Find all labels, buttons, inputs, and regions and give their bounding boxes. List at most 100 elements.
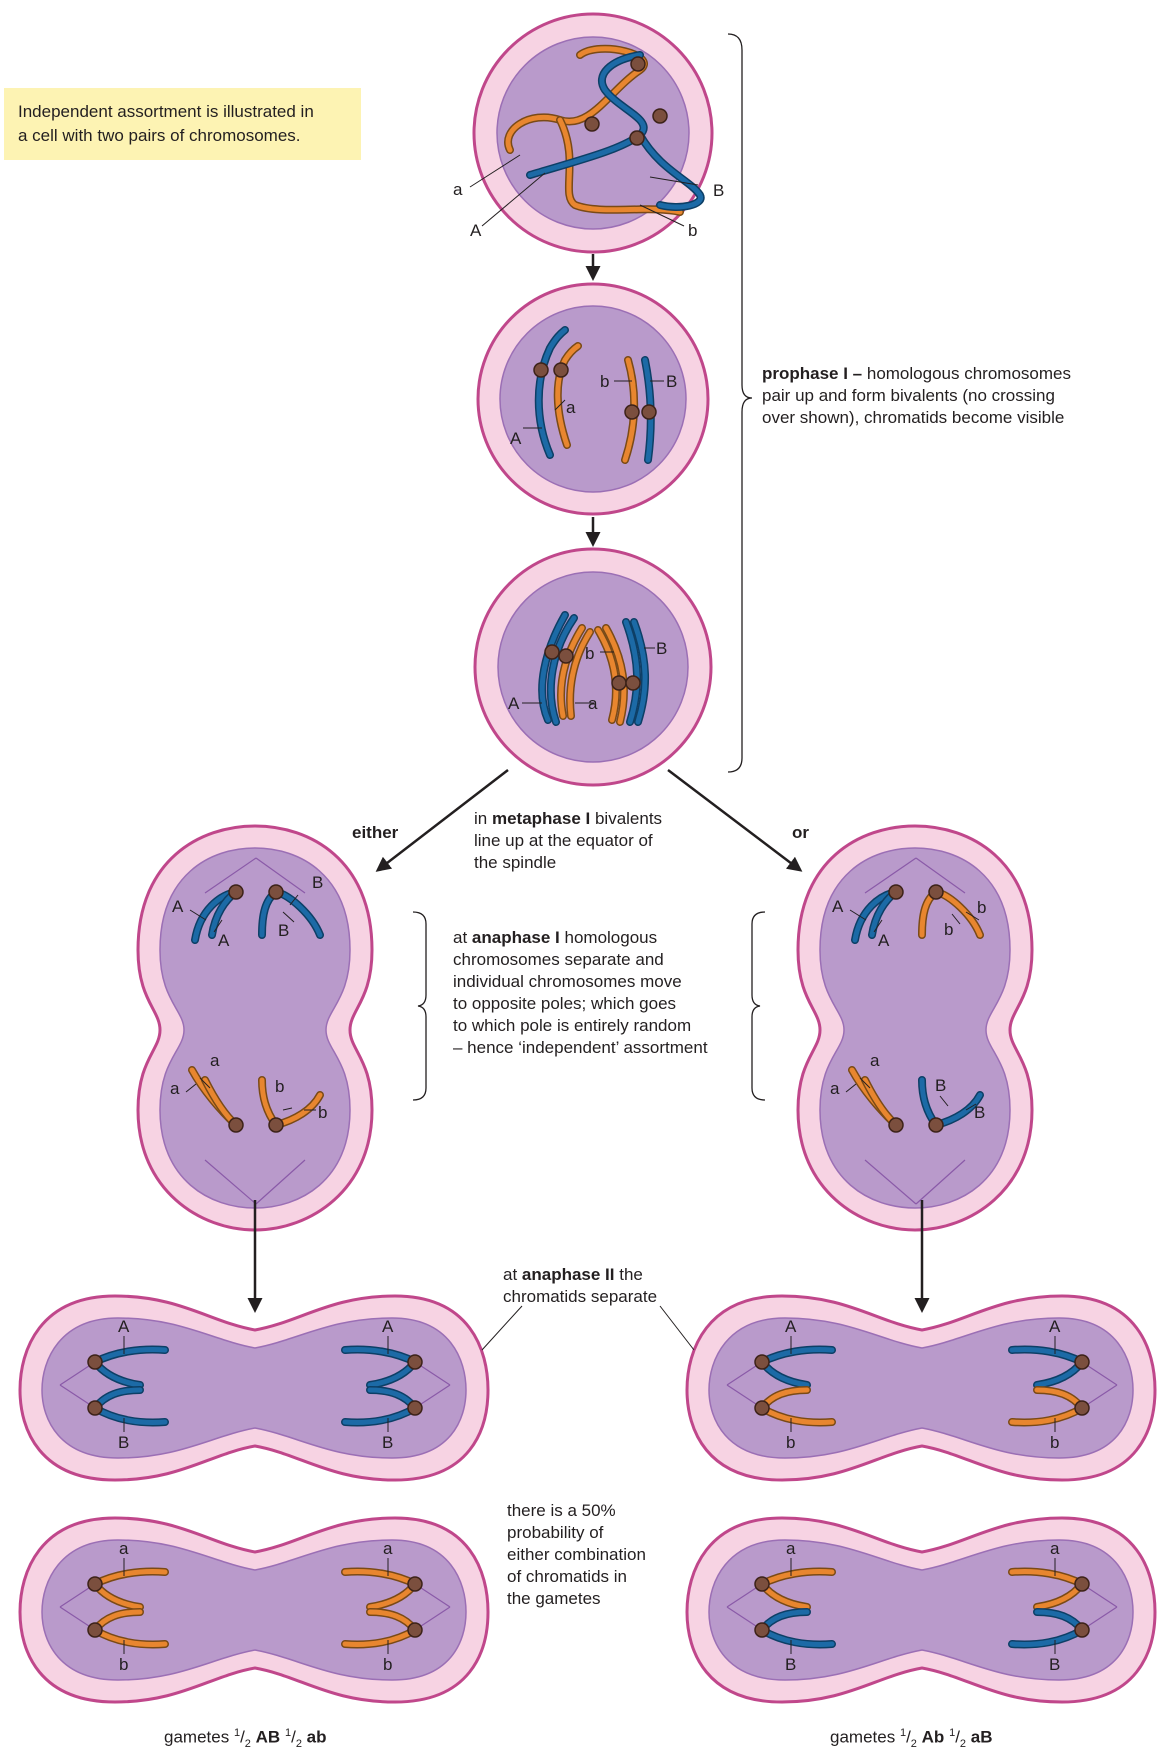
allele-label-A: A [382, 1317, 394, 1336]
allele-label-B: B [785, 1655, 796, 1674]
anaphase-i-caption-line-2: chromosomes separate and [453, 949, 753, 971]
gametes-left-num-1: 1 [234, 1727, 240, 1739]
allele-label-a: a [870, 1051, 880, 1070]
intro-note: Independent assortment is illustrated in… [4, 88, 361, 160]
or-label: or [792, 822, 809, 844]
metaphase-caption-line-1-rest: bivalents [590, 809, 662, 828]
probability-caption-line-1: there is a 50% [507, 1500, 677, 1522]
allele-label-A: A [832, 897, 844, 916]
gametes-right-genotype-2: aB [971, 1728, 993, 1747]
gametes-right-genotype-1: Ab [922, 1728, 945, 1747]
anaphase-i-cell-or [798, 826, 1032, 1230]
gametes-left-den-1: 2 [245, 1738, 251, 1750]
allele-label-a: a [383, 1539, 393, 1558]
anaphase-ii-cell-right-bottom [687, 1518, 1155, 1702]
intro-note-line-1: Independent assortment is illustrated in [18, 100, 361, 124]
gametes-right-num-2: 1 [949, 1727, 955, 1739]
metaphase-caption-prefix: in [474, 809, 492, 828]
prophase-cell-2 [478, 284, 708, 514]
anaphase-i-caption: at anaphase I homologous chromosomes sep… [453, 927, 753, 1059]
gametes-right-den-1: 2 [911, 1738, 917, 1750]
anaphase-i-cell-either [138, 826, 372, 1230]
either-label: either [352, 822, 398, 844]
allele-label-b: b [977, 898, 986, 917]
allele-label-b: b [383, 1655, 392, 1674]
probability-caption-line-3: either combination [507, 1544, 677, 1566]
prophase-caption-line-1-rest: homologous chromosomes [862, 364, 1071, 383]
gametes-right-caption: gametes 1/2 Ab 1/2 aB [830, 1722, 1130, 1755]
gametes-left-prefix: gametes [164, 1728, 234, 1747]
anaphase-i-caption-line-3: individual chromosomes move [453, 971, 753, 993]
allele-label-b: b [944, 920, 953, 939]
allele-label-B: B [1049, 1655, 1060, 1674]
probability-caption-line-5: the gametes [507, 1588, 677, 1610]
gametes-right-num-1: 1 [900, 1727, 906, 1739]
allele-label-B: B [118, 1433, 129, 1452]
allele-label-A: A [1049, 1317, 1061, 1336]
anaphase-ii-cell-left-top [20, 1296, 488, 1480]
allele-label-A: A [878, 931, 890, 950]
allele-label-b: b [585, 644, 594, 663]
anaphase-ii-cell-right-top [687, 1296, 1155, 1480]
allele-label-B: B [382, 1433, 393, 1452]
allele-label-B: B [312, 873, 323, 892]
allele-label-A: A [508, 694, 520, 713]
prophase-caption-line-2: pair up and form bivalents (no crossing [762, 385, 1102, 407]
allele-label-a: a [119, 1539, 129, 1558]
allele-label-b: b [119, 1655, 128, 1674]
allele-label-A: A [172, 897, 184, 916]
allele-label-A: A [470, 221, 482, 240]
anaphase-ii-caption-line-2: chromatids separate [503, 1286, 693, 1308]
allele-label-b: b [1050, 1433, 1059, 1452]
prophase-caption: prophase I – homologous chromosomes pair… [762, 363, 1102, 429]
allele-label-A: A [785, 1317, 797, 1336]
anaphase-i-caption-line-1-rest: homologous [560, 928, 657, 947]
gametes-left-genotype-1: AB [256, 1728, 281, 1747]
probability-caption: there is a 50% probability of either com… [507, 1500, 677, 1610]
anaphase-i-caption-line-5: to which pole is entirely random [453, 1015, 753, 1037]
allele-label-a: a [588, 694, 598, 713]
allele-label-B: B [713, 181, 724, 200]
allele-label-a: a [566, 398, 576, 417]
gametes-left-genotype-2: ab [307, 1728, 327, 1747]
anaphase-i-brace-left [413, 912, 426, 1100]
prophase-caption-line-3: over shown), chromatids become visible [762, 407, 1102, 429]
anaphase-ii-caption-prefix: at [503, 1265, 522, 1284]
allele-label-B: B [935, 1076, 946, 1095]
anaphase-ii-pointer-left [482, 1306, 522, 1350]
anaphase-ii-caption: at anaphase II the chromatids separate [503, 1264, 693, 1308]
allele-label-a: a [1050, 1539, 1060, 1558]
allele-label-B: B [974, 1103, 985, 1122]
allele-label-b: b [275, 1077, 284, 1096]
allele-label-b: b [600, 372, 609, 391]
allele-label-b: b [786, 1433, 795, 1452]
allele-label-b: b [688, 221, 697, 240]
gametes-left-caption: gametes 1/2 AB 1/2 ab [164, 1722, 464, 1755]
allele-label-a: a [210, 1051, 220, 1070]
intro-note-line-2: a cell with two pairs of chromosomes. [18, 124, 361, 148]
allele-label-A: A [510, 429, 522, 448]
gametes-left-num-2: 1 [285, 1727, 291, 1739]
anaphase-i-caption-line-1: at anaphase I homologous [453, 927, 753, 949]
anaphase-i-caption-line-4: to opposite poles; which goes [453, 993, 753, 1015]
anaphase-ii-pointer-right [660, 1306, 694, 1350]
gametes-right-prefix: gametes [830, 1728, 900, 1747]
allele-label-b: b [318, 1103, 327, 1122]
anaphase-i-brace-right [752, 912, 765, 1100]
metaphase-caption-line-1: in metaphase I bivalents [474, 808, 714, 830]
allele-label-B: B [656, 639, 667, 658]
allele-label-a: a [786, 1539, 796, 1558]
allele-label-a: a [170, 1079, 180, 1098]
allele-label-a: a [453, 180, 463, 199]
allele-label-a: a [830, 1079, 840, 1098]
allele-label-B: B [278, 921, 289, 940]
anaphase-ii-caption-line-1-rest: the [615, 1265, 643, 1284]
prophase-caption-bold: prophase I – [762, 364, 862, 383]
probability-caption-line-4: of chromatids in [507, 1566, 677, 1588]
metaphase-caption-bold: metaphase I [492, 809, 590, 828]
gametes-left-den-2: 2 [296, 1738, 302, 1750]
anaphase-ii-caption-line-1: at anaphase II the [503, 1264, 693, 1286]
anaphase-ii-cell-left-bottom [20, 1518, 488, 1702]
anaphase-i-caption-prefix: at [453, 928, 472, 947]
